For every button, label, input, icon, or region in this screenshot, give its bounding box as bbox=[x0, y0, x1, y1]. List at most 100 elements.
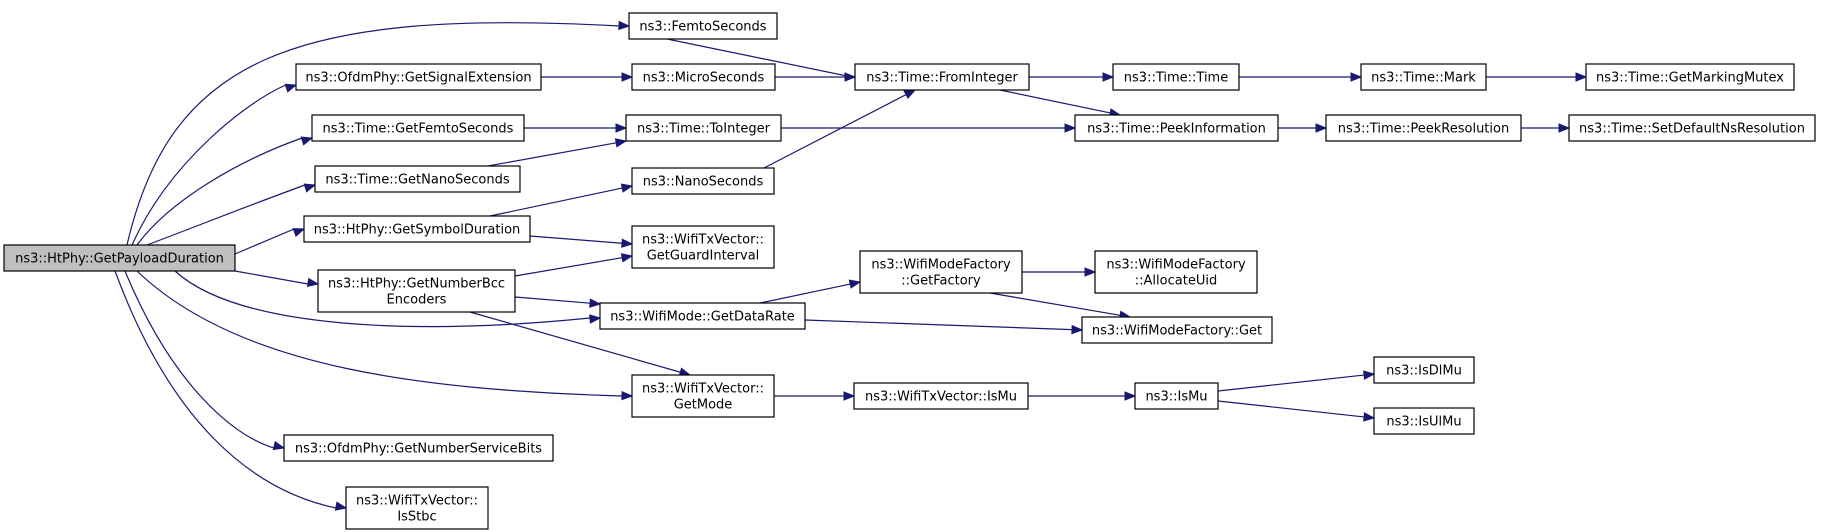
node-box[interactable] bbox=[3, 244, 236, 272]
node-setdefaultnsresolution[interactable]: ns3::Time::SetDefaultNsResolution bbox=[1568, 114, 1816, 142]
node-ismu[interactable]: ns3::IsMu bbox=[1134, 382, 1219, 410]
node-box[interactable] bbox=[1325, 114, 1522, 142]
edge-getsignalextension-to-microseconds bbox=[541, 72, 634, 82]
edge-root-to-getnumberservicebits bbox=[124, 270, 286, 451]
node-box[interactable] bbox=[283, 434, 554, 462]
node-box[interactable] bbox=[628, 12, 778, 40]
edge-arrowhead bbox=[621, 238, 634, 248]
node-box[interactable] bbox=[1568, 114, 1816, 142]
node-box[interactable] bbox=[631, 225, 775, 269]
node-isulmu[interactable]: ns3::IsUlMu bbox=[1373, 407, 1475, 435]
edge-getfactory-to-allocateuid bbox=[1022, 267, 1097, 277]
node-box[interactable] bbox=[1081, 316, 1273, 344]
node-box[interactable] bbox=[1585, 63, 1795, 91]
node-label: ns3::FemtoSeconds bbox=[639, 20, 766, 35]
node-label: ns3::WifiTxVector::IsMu bbox=[865, 390, 1017, 405]
node-box[interactable] bbox=[631, 63, 776, 91]
edge-line bbox=[489, 187, 623, 217]
node-getfactory[interactable]: ns3::WifiModeFactory::GetFactory bbox=[859, 250, 1023, 294]
node-label: ns3::WifiModeFactory bbox=[871, 258, 1011, 273]
edge-line bbox=[999, 89, 1111, 114]
node-frominteger[interactable]: ns3::Time::FromInteger bbox=[854, 63, 1030, 91]
node-txismu[interactable]: ns3::WifiTxVector::IsMu bbox=[853, 382, 1029, 410]
node-label: ns3::HtPhy::GetNumberBcc bbox=[328, 277, 505, 292]
node-box[interactable] bbox=[859, 250, 1023, 294]
node-isdlmu[interactable]: ns3::IsDlMu bbox=[1373, 356, 1475, 384]
node-box[interactable] bbox=[1373, 407, 1475, 435]
edge-getfemtoseconds-to-tointeger bbox=[524, 123, 628, 133]
edge-getsymbolduration-to-nanoseconds bbox=[489, 183, 634, 217]
node-box[interactable] bbox=[854, 63, 1030, 91]
node-box[interactable] bbox=[317, 269, 516, 313]
node-box[interactable] bbox=[853, 382, 1029, 410]
edge-arrowhead bbox=[1071, 324, 1084, 335]
node-label: ::GetFactory bbox=[901, 274, 981, 289]
node-box[interactable] bbox=[631, 167, 775, 195]
node-getnanoseconds[interactable]: ns3::Time::GetNanoSeconds bbox=[314, 165, 521, 193]
node-box[interactable] bbox=[631, 374, 775, 418]
node-box[interactable] bbox=[295, 63, 542, 91]
edge-arrowhead bbox=[1363, 412, 1376, 422]
edge-timetime-to-mark bbox=[1239, 72, 1363, 82]
node-getmarkingmutex[interactable]: ns3::Time::GetMarkingMutex bbox=[1585, 63, 1795, 91]
edge-getsymbolduration-to-getguardinterval bbox=[529, 235, 634, 248]
edge-line bbox=[763, 94, 907, 169]
edge-root-to-getfemtoseconds bbox=[136, 136, 314, 246]
node-getdatarate[interactable]: ns3::WifiMode::GetDataRate bbox=[599, 302, 806, 330]
node-box[interactable] bbox=[1094, 250, 1258, 294]
edge-arrowhead bbox=[1124, 391, 1137, 401]
node-isstbc[interactable]: ns3::WifiTxVector::IsStbc bbox=[345, 486, 489, 530]
node-label: ns3::IsDlMu bbox=[1386, 364, 1462, 379]
edge-getfactory-to-factoryget bbox=[989, 292, 1132, 320]
node-root[interactable]: ns3::HtPhy::GetPayloadDuration bbox=[3, 244, 236, 272]
node-box[interactable] bbox=[599, 302, 806, 330]
node-getsymbolduration[interactable]: ns3::HtPhy::GetSymbolDuration bbox=[303, 215, 531, 243]
edge-line bbox=[124, 270, 275, 449]
edge-root-to-getsymbolduration bbox=[234, 228, 306, 255]
node-mark[interactable]: ns3::Time::Mark bbox=[1360, 63, 1487, 91]
node-peekresolution[interactable]: ns3::Time::PeekResolution bbox=[1325, 114, 1522, 142]
node-box[interactable] bbox=[1074, 114, 1279, 142]
node-getfemtoseconds[interactable]: ns3::Time::GetFemtoSeconds bbox=[311, 114, 525, 142]
edge-arrowhead bbox=[1558, 123, 1571, 133]
node-getsignalextension[interactable]: ns3::OfdmPhy::GetSignalExtension bbox=[295, 63, 542, 91]
node-box[interactable] bbox=[314, 165, 521, 193]
node-box[interactable] bbox=[1112, 63, 1240, 91]
edge-root-to-isstbc bbox=[114, 270, 348, 511]
node-getnumberservicebits[interactable]: ns3::OfdmPhy::GetNumberServiceBits bbox=[283, 434, 554, 462]
node-box[interactable] bbox=[345, 486, 489, 530]
edge-line bbox=[514, 257, 623, 277]
edge-line bbox=[136, 270, 623, 397]
node-timetime[interactable]: ns3::Time::Time bbox=[1112, 63, 1240, 91]
node-getmode[interactable]: ns3::WifiTxVector::GetMode bbox=[631, 374, 775, 418]
node-label: ns3::Time::GetNanoSeconds bbox=[325, 173, 510, 188]
edge-getmode-to-txismu bbox=[774, 391, 856, 401]
node-label: GetGuardInterval bbox=[647, 249, 760, 264]
node-tointeger[interactable]: ns3::Time::ToInteger bbox=[625, 114, 782, 142]
node-box[interactable] bbox=[303, 215, 531, 243]
node-box[interactable] bbox=[1360, 63, 1487, 91]
node-peekinformation[interactable]: ns3::Time::PeekInformation bbox=[1074, 114, 1279, 142]
node-allocateuid[interactable]: ns3::WifiModeFactory::AllocateUid bbox=[1094, 250, 1258, 294]
node-label: ns3::IsMu bbox=[1145, 390, 1207, 405]
node-box[interactable] bbox=[625, 114, 782, 142]
edge-root-to-getnanoseconds bbox=[146, 183, 317, 246]
node-label: ns3::WifiTxVector:: bbox=[642, 382, 764, 397]
node-getguardinterval[interactable]: ns3::WifiTxVector::GetGuardInterval bbox=[631, 225, 775, 269]
node-box[interactable] bbox=[311, 114, 525, 142]
node-label: ns3::Time::PeekInformation bbox=[1087, 122, 1266, 137]
edge-arrowhead bbox=[618, 20, 631, 31]
nodes-layer: ns3::HtPhy::GetPayloadDuration ns3::Femto… bbox=[3, 12, 1816, 530]
node-femtoseconds[interactable]: ns3::FemtoSeconds bbox=[628, 12, 778, 40]
node-box[interactable] bbox=[1134, 382, 1219, 410]
node-box[interactable] bbox=[1373, 356, 1475, 384]
node-factoryget[interactable]: ns3::WifiModeFactory::Get bbox=[1081, 316, 1273, 344]
node-nanoseconds[interactable]: ns3::NanoSeconds bbox=[631, 167, 775, 195]
edge-getdatarate-to-factoryget bbox=[804, 319, 1084, 335]
edge-arrowhead bbox=[615, 123, 628, 133]
edge-nanoseconds-to-frominteger bbox=[763, 89, 917, 169]
node-microseconds[interactable]: ns3::MicroSeconds bbox=[631, 63, 776, 91]
edge-arrowhead bbox=[306, 277, 320, 288]
